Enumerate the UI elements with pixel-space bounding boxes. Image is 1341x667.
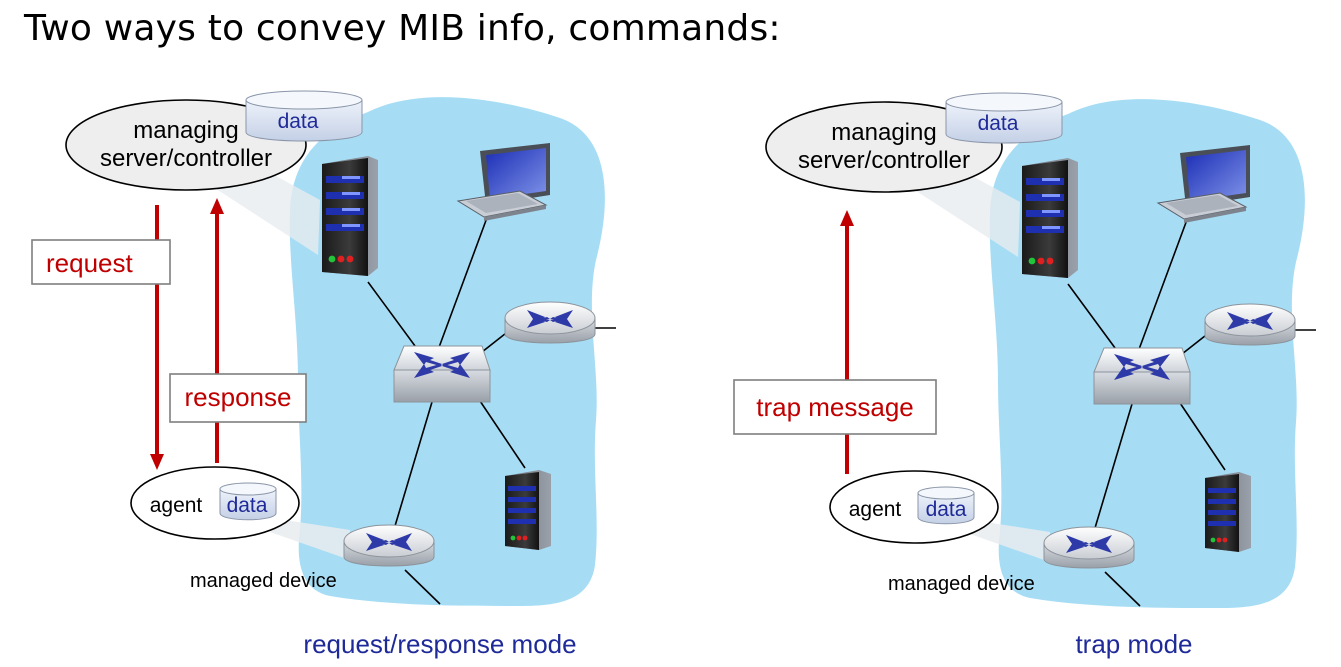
mode-caption-request-response: request/response mode bbox=[303, 629, 576, 659]
agent-label: agent bbox=[150, 494, 203, 517]
trap-message-label: trap message bbox=[756, 392, 914, 422]
response-arrow bbox=[210, 198, 224, 463]
server-database-label: data bbox=[278, 110, 319, 133]
router-icon bbox=[1204, 303, 1296, 346]
network-links bbox=[1067, 216, 1316, 607]
managing-server-label-line2: server/controller bbox=[100, 145, 272, 172]
small-server-icon bbox=[505, 470, 551, 550]
left-panel: managing server/controller data request … bbox=[31, 90, 616, 659]
managing-server-label-line1: managing bbox=[831, 119, 936, 146]
managed-device-router-icon bbox=[343, 524, 435, 567]
server-tower-icon bbox=[322, 156, 378, 276]
managing-server-label-line1: managing bbox=[133, 117, 238, 144]
switch-icon bbox=[393, 345, 491, 403]
request-label-box bbox=[31, 239, 171, 285]
managed-device-router-icon bbox=[1043, 526, 1135, 569]
response-label-box bbox=[169, 373, 307, 423]
request-label: request bbox=[46, 248, 133, 278]
agent-database-icon bbox=[917, 486, 975, 525]
managing-server-label-line2: server/controller bbox=[798, 147, 970, 174]
desktop-computer-icon bbox=[1156, 145, 1250, 223]
trap-message-label-box bbox=[733, 379, 937, 435]
agent-callout bbox=[970, 522, 1050, 562]
mode-caption-trap: trap mode bbox=[1075, 629, 1192, 659]
managed-device-label: managed device bbox=[190, 570, 337, 592]
agent-database-label: data bbox=[227, 494, 268, 517]
slide-title: Two ways to convey MIB info, commands: bbox=[24, 8, 781, 49]
server-tower-icon bbox=[1022, 158, 1078, 278]
managed-device-label: managed device bbox=[888, 573, 1035, 595]
agent-database-label: data bbox=[926, 498, 967, 521]
router-icon bbox=[504, 301, 596, 344]
agent-label: agent bbox=[849, 498, 902, 521]
agent-database-icon bbox=[219, 482, 277, 521]
switch-icon bbox=[1093, 347, 1191, 405]
agent-callout bbox=[270, 520, 350, 560]
desktop-computer-icon bbox=[456, 143, 550, 221]
right-panel: managing server/controller data trap mes… bbox=[733, 92, 1316, 659]
server-database-icon bbox=[245, 90, 363, 142]
response-label: response bbox=[185, 382, 292, 412]
server-database-icon bbox=[945, 92, 1063, 144]
server-database-label: data bbox=[978, 112, 1019, 135]
small-server-icon bbox=[1205, 472, 1251, 552]
managing-server-ellipse bbox=[765, 101, 1003, 193]
